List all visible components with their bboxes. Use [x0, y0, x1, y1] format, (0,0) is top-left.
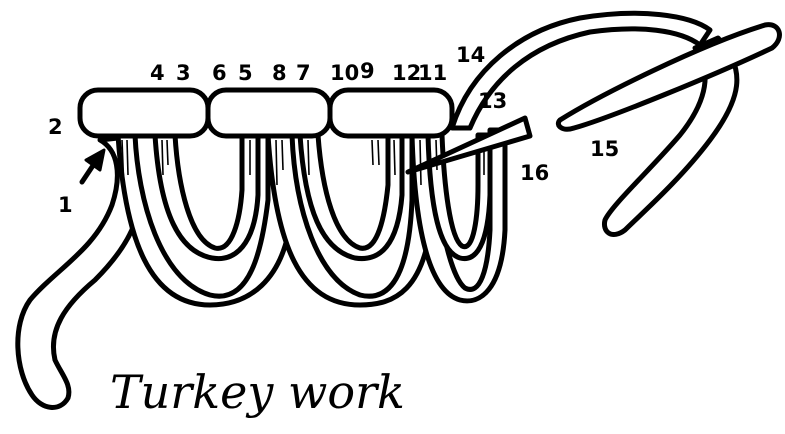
diagram-caption: Turkey work [110, 365, 405, 419]
inner-loop-2 [300, 135, 402, 259]
label-12: 12 [392, 61, 421, 85]
label-1: 1 [58, 193, 73, 217]
stitch-bar-3 [330, 90, 452, 136]
label-16: 16 [520, 161, 549, 185]
arrow-icon [82, 150, 104, 182]
label-5: 5 [238, 61, 253, 85]
label-10: 10 [330, 61, 359, 85]
loop-2 [268, 135, 432, 305]
label-2: 2 [48, 115, 63, 139]
label-7: 7 [296, 61, 311, 85]
stitch-bar-2 [208, 90, 330, 136]
label-15: 15 [590, 137, 619, 161]
label-8: 8 [272, 61, 287, 85]
label-3: 3 [176, 61, 191, 85]
label-6: 6 [212, 61, 227, 85]
label-13: 13 [478, 89, 507, 113]
label-14: 14 [456, 43, 485, 67]
stitch-bar-1 [80, 90, 208, 136]
inner-loop-1 [155, 135, 258, 259]
label-11: 11 [418, 61, 447, 85]
loop-1 [118, 135, 292, 305]
label-4: 4 [150, 61, 165, 85]
label-9: 9 [360, 59, 375, 83]
